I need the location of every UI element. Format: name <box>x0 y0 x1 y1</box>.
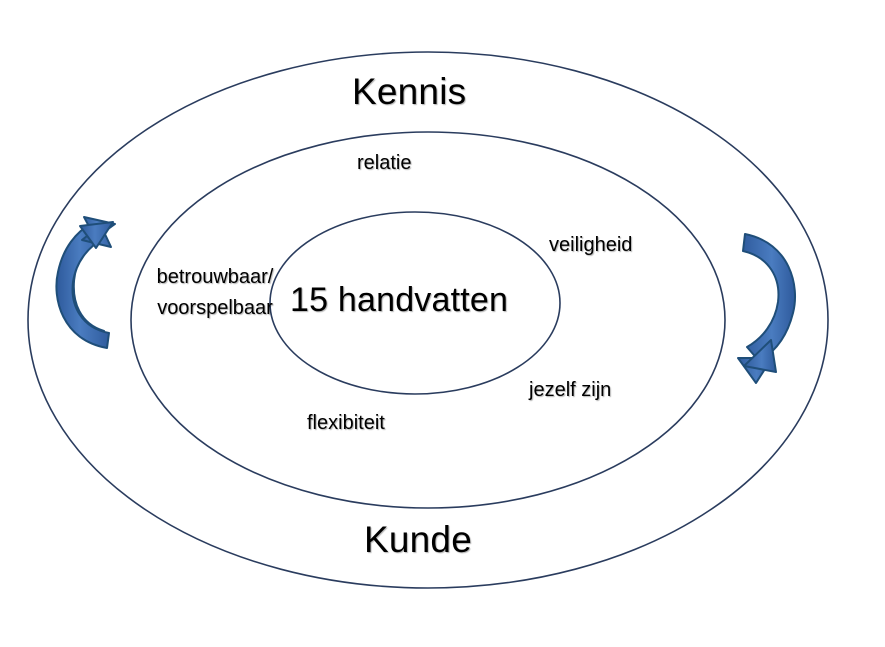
middle-ring-label-jezelf-zijn: jezelf zijn <box>529 379 612 401</box>
left-arrow <box>55 216 116 349</box>
outer-ellipse <box>27 51 829 589</box>
middle-ring-label-relatie: relatie <box>357 152 412 174</box>
middle-ring-label-betrouwbaar-voorspelbaar: betrouwbaar/ voorspelbaar <box>156 266 274 319</box>
right-arrow <box>737 233 797 384</box>
middle-ellipse <box>130 131 726 509</box>
middle-ring-label-flexibiteit: flexibiteit <box>307 412 385 434</box>
inner-ring-label: 15 handvatten <box>290 281 509 319</box>
outer-ring-bottom-label: Kunde <box>364 519 472 560</box>
outer-ring-top-label: Kennis <box>352 71 467 112</box>
middle-ring-label-veiligheid: veiligheid <box>549 234 633 256</box>
inner-ellipse <box>269 211 561 395</box>
